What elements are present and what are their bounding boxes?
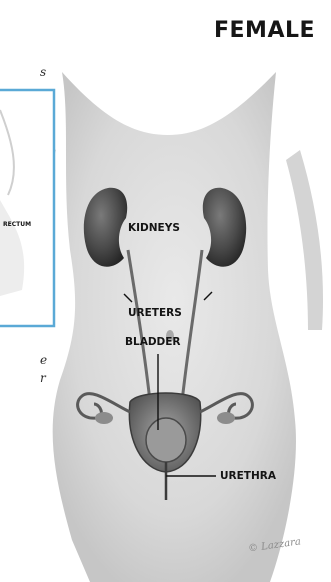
inset-panel <box>0 90 54 326</box>
torso <box>53 72 296 582</box>
kidneys-label: KIDNEYS <box>128 223 180 234</box>
cutoff-fragment-top: s <box>40 66 46 78</box>
ureters-label: URETERS <box>128 308 182 319</box>
right-arm <box>286 150 323 330</box>
right-ovary <box>217 412 235 424</box>
cutoff-fragment-middle-1: e <box>40 354 47 366</box>
urethra-label: URETHRA <box>220 471 276 482</box>
rectum-label: RECTUM <box>3 222 31 228</box>
bladder <box>146 418 186 462</box>
cutoff-fragment-middle-2: r <box>40 372 46 384</box>
page-title: FEMALE <box>214 20 315 42</box>
bladder-label: BLADDER <box>125 337 181 348</box>
left-ovary <box>95 412 113 424</box>
